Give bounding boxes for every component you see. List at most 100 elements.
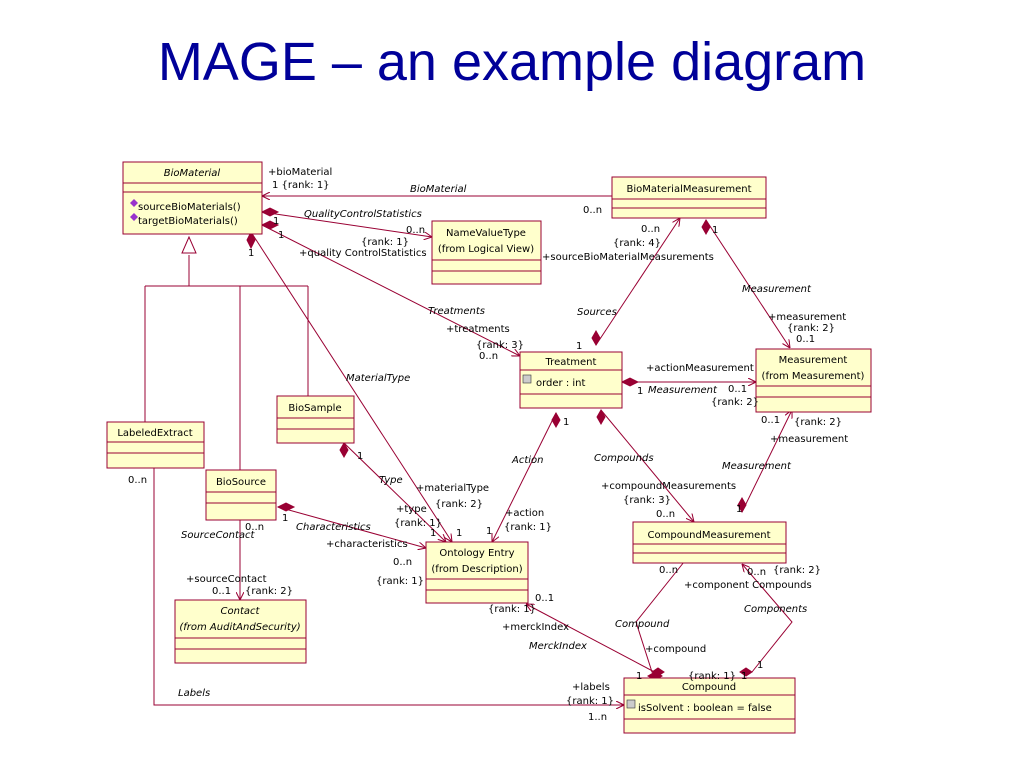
association-name: Action — [511, 455, 544, 466]
multiplicity-label: 0..1 — [761, 415, 780, 426]
class-biosample[interactable]: BioSample — [276, 395, 355, 444]
rank-label: {rank: 1} — [394, 518, 442, 529]
assoc-treatments — [261, 224, 520, 356]
association-name: MerckIndex — [529, 641, 587, 652]
composition-diamonds — [246, 207, 753, 681]
rank-label: {rank: 2} — [794, 417, 842, 428]
rank-label: {rank: 2} — [435, 499, 483, 510]
multiplicity-label: 0..n — [245, 522, 264, 533]
page-title: MAGE – an example diagram — [157, 32, 867, 92]
multiplicity-label: 0..1 — [728, 384, 747, 395]
multiplicity-label: 0..n — [393, 557, 412, 568]
multiplicity-label: 0..n — [479, 351, 498, 362]
diamond-components — [739, 667, 753, 677]
role-label: +quality ControlStatistics — [299, 248, 427, 259]
multiplicity-label: 0..n — [128, 475, 147, 486]
multiplicity-label: 1 — [357, 451, 363, 462]
assoc-qualitycontrolstatistics — [261, 211, 432, 237]
assoc-type — [343, 442, 446, 542]
rank-label: {rank: 1} — [566, 696, 614, 707]
role-label: +labels — [572, 682, 610, 693]
multiplicity-label: 0..1 — [535, 593, 554, 604]
class-name: Treatment — [545, 357, 597, 368]
association-name: Type — [379, 475, 403, 486]
multiplicity-label: 1 — [636, 671, 642, 682]
role-label: +merckIndex — [502, 622, 569, 633]
association-name: MaterialType — [346, 373, 410, 384]
diamond-bmm-measurement — [701, 218, 711, 236]
association-name: BioMaterial — [410, 184, 467, 195]
assoc-sources — [595, 218, 680, 346]
class-name: BioSource — [216, 477, 266, 488]
class-labeledextract[interactable]: LabeledExtract — [106, 421, 205, 469]
class-name: LabeledExtract — [117, 428, 192, 439]
operation-icon — [130, 199, 138, 207]
assoc-measurement-bmm — [705, 219, 790, 348]
assoc-components — [742, 564, 793, 673]
class-treatment[interactable]: Treatment order : int — [519, 351, 623, 409]
multiplicity-label: 0..n — [583, 205, 602, 216]
class-contact[interactable]: Contact (from AuditAndSecurity) — [174, 599, 307, 664]
rank-label: {rank: 4} — [613, 238, 661, 249]
assoc-characteristics — [277, 506, 426, 548]
multiplicity-label: 0..n — [747, 567, 766, 578]
association-name: SourceContact — [181, 530, 256, 541]
class-measurement[interactable]: Measurement (from Measurement) — [755, 348, 872, 413]
multiplicity-label: 1 — [637, 386, 643, 397]
multiplicity-label: 1 — [456, 528, 462, 539]
multiplicity-label: 0..n — [656, 509, 675, 520]
class-name: Measurement — [779, 355, 848, 366]
class-package: (from AuditAndSecurity) — [179, 622, 300, 633]
role-label: +characteristics — [326, 539, 408, 550]
rank-label: {rank: 1} — [376, 576, 424, 587]
rank-label: {rank: 2} — [711, 397, 759, 408]
operation: sourceBioMaterials() — [138, 202, 241, 213]
multiplicity-label: 1 — [712, 225, 718, 236]
diamond-compound — [651, 667, 665, 677]
attribute: isSolvent : boolean = false — [638, 703, 772, 714]
class-biomaterialmeasurement[interactable]: BioMaterialMeasurement — [611, 176, 767, 219]
multiplicity-label: 1 — [736, 504, 742, 515]
role-label: +action — [505, 508, 544, 519]
multiplicity-label: 1 — [273, 216, 279, 227]
role-label: +sourceContact — [186, 574, 267, 585]
multiplicity-label: 1 — [430, 528, 436, 539]
role-label: +actionMeasurement — [646, 363, 754, 374]
attribute-icon — [522, 374, 532, 384]
generalization-arrow — [181, 235, 197, 254]
multiplicity-label: 1..n — [588, 712, 607, 723]
assoc-action — [492, 412, 557, 542]
rank-label: {rank: 1} — [361, 237, 409, 248]
rank-label: {rank: 3} — [623, 495, 671, 506]
multiplicity-label: 1 {rank: 1} — [272, 180, 330, 191]
multiplicity-label: 1 — [576, 341, 582, 352]
attribute: order : int — [536, 378, 586, 389]
multiplicity-label: 1 — [741, 671, 747, 682]
class-ontologyentry[interactable]: Ontology Entry (from Description) — [425, 541, 529, 604]
attribute-icon — [626, 699, 636, 709]
role-label: +treatments — [446, 324, 510, 335]
association-name: QualityControlStatistics — [304, 209, 422, 220]
association-name: Sources — [577, 307, 617, 318]
association-name: Compound — [615, 619, 670, 630]
class-name: Contact — [221, 606, 261, 617]
assoc-labels — [153, 468, 624, 705]
rank-label: {rank: 2} — [787, 323, 835, 334]
role-label: +compoundMeasurements — [601, 481, 736, 492]
role-label: +measurement — [768, 312, 846, 323]
class-name: BioMaterial — [164, 168, 221, 179]
class-biosource[interactable]: BioSource — [205, 469, 277, 521]
role-label: +sourceBioMaterialMeasurements — [542, 252, 714, 263]
class-compoundmeasurement[interactable]: CompoundMeasurement — [632, 521, 787, 564]
class-biomaterial[interactable]: BioMaterial sourceBioMaterials() targetB… — [122, 161, 263, 235]
class-namevaluetype[interactable]: NameValueType (from Logical View) — [431, 220, 542, 285]
class-compound[interactable]: Compound isSolvent : boolean = false — [623, 677, 796, 734]
role-label: +measurement — [770, 434, 848, 445]
diamond-treatments — [260, 220, 280, 230]
role-label: +bioMaterial — [268, 167, 332, 178]
assoc-compound — [635, 561, 685, 673]
class-package: (from Measurement) — [762, 371, 865, 382]
diamond-actionmeasurement — [620, 377, 640, 387]
multiplicity-label: 0..1 — [796, 334, 815, 345]
multiplicity-label: 1 — [757, 660, 763, 671]
